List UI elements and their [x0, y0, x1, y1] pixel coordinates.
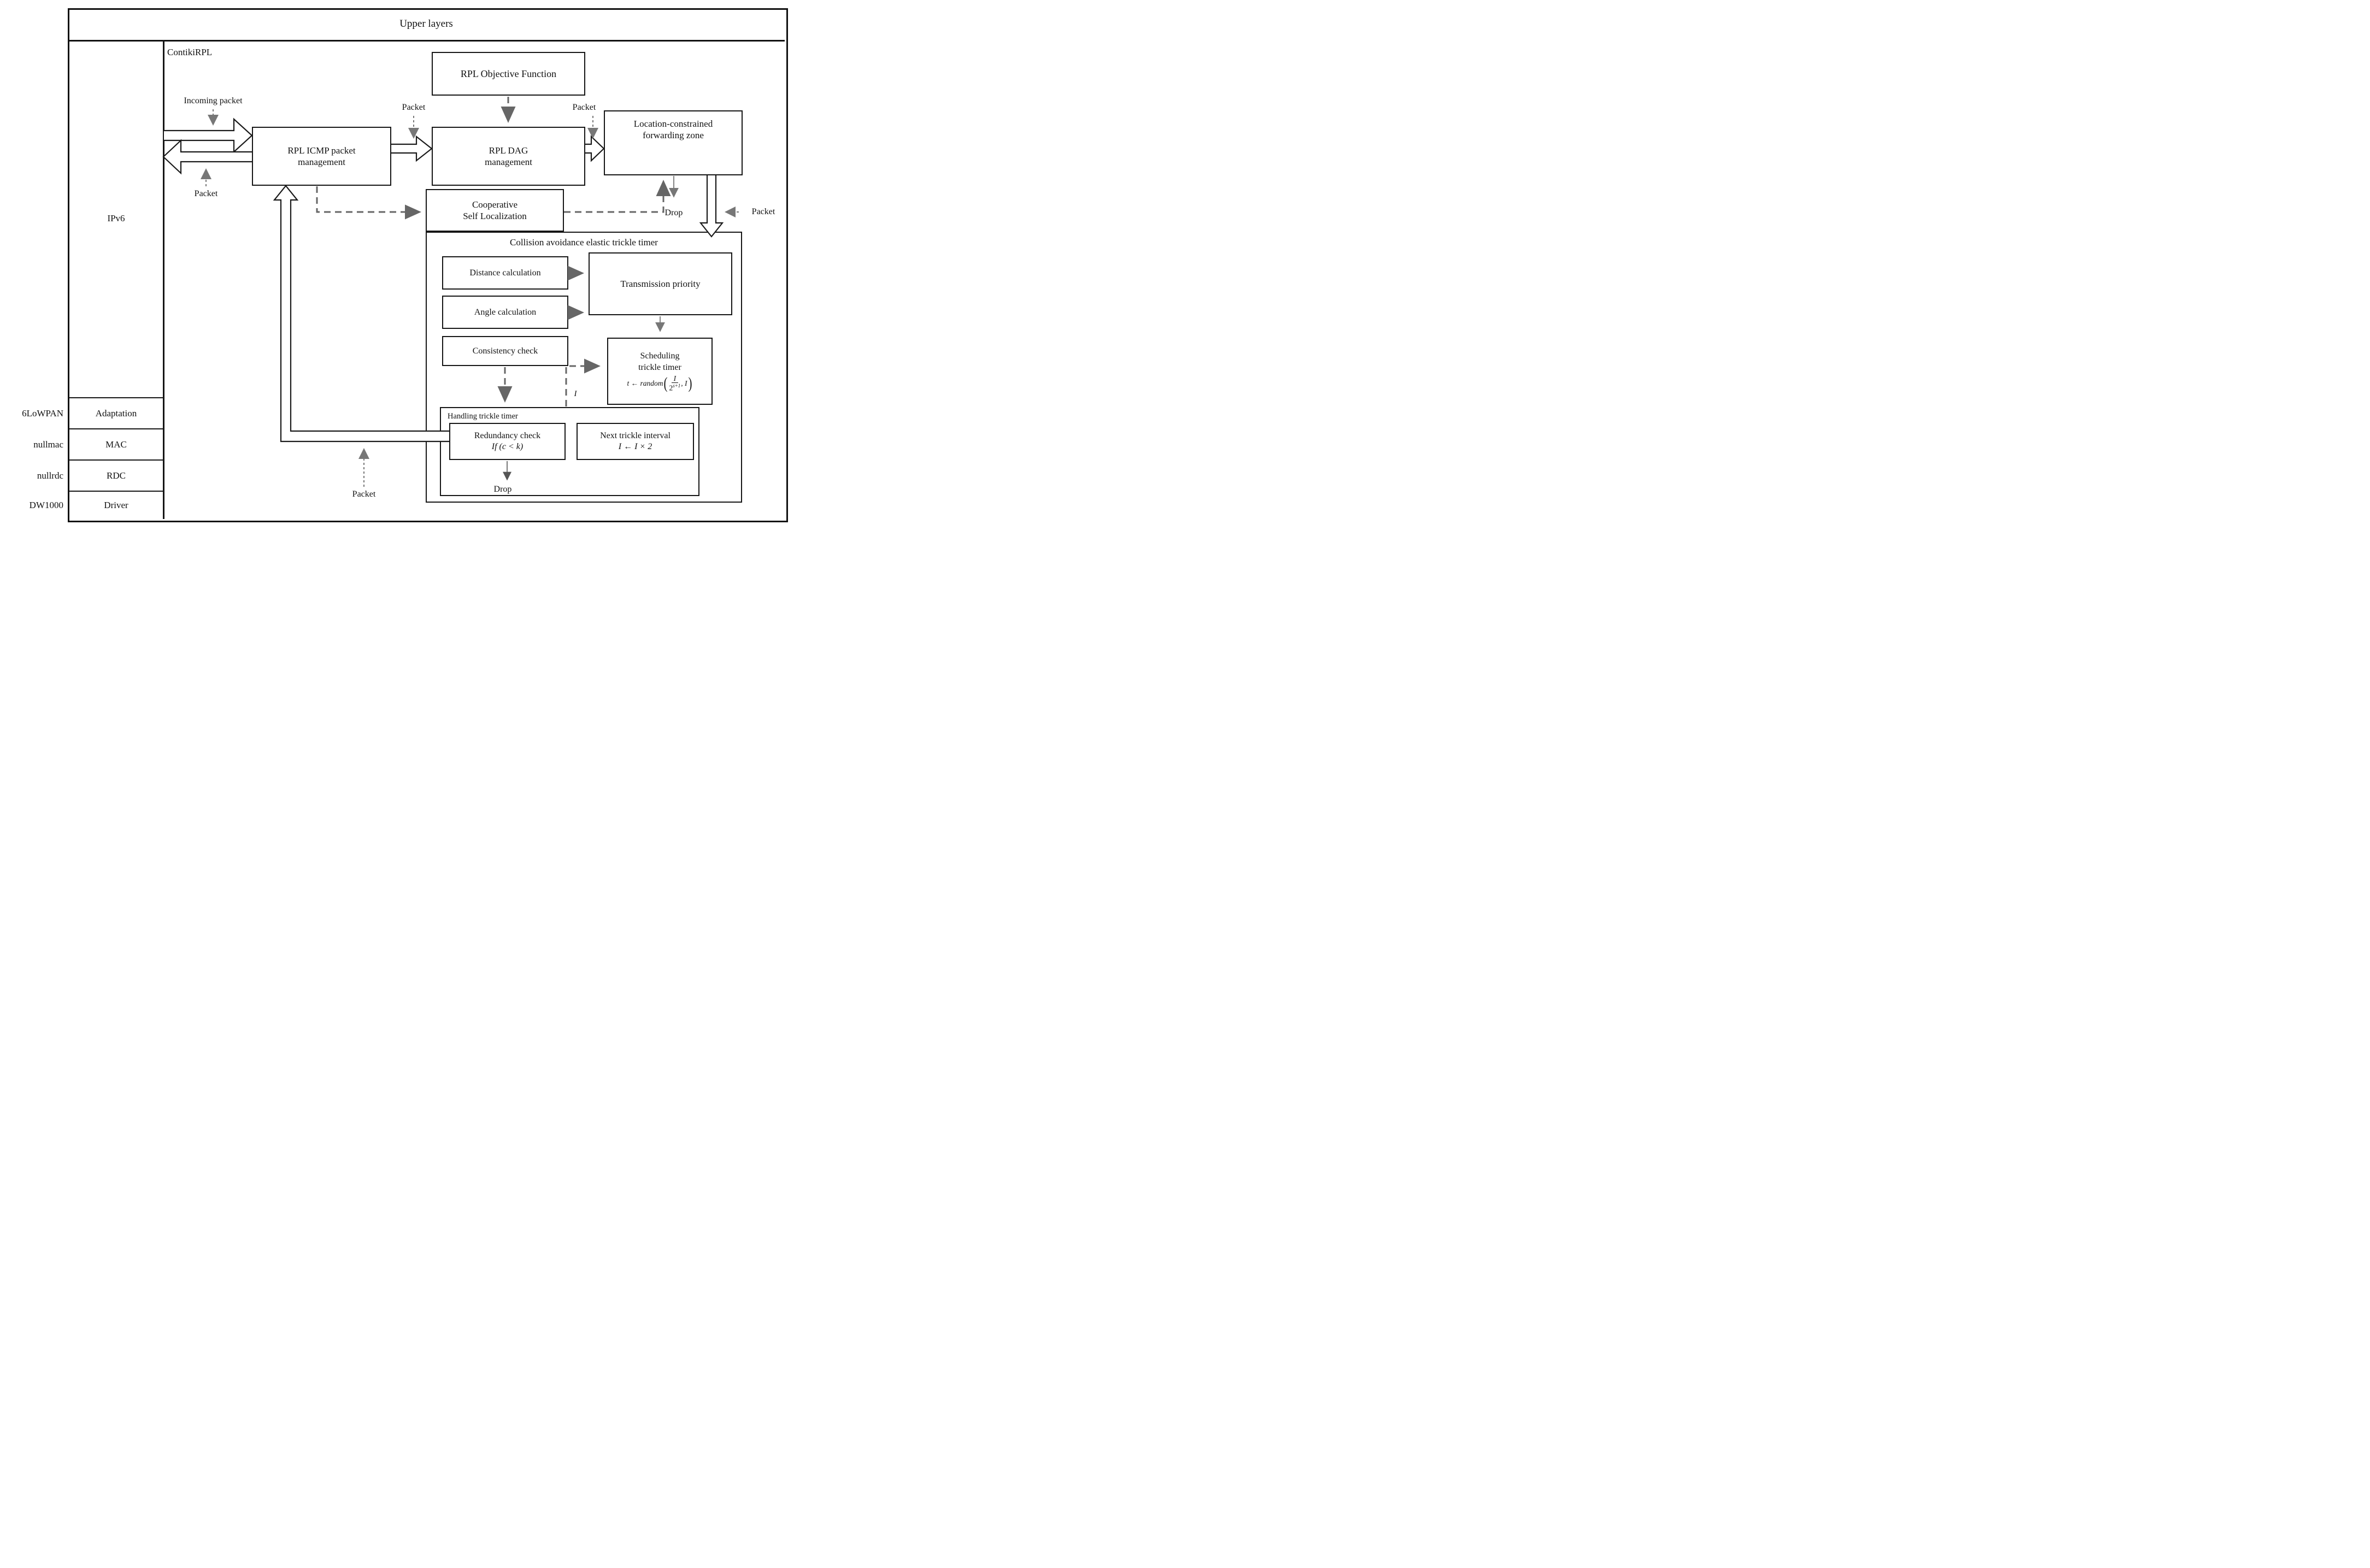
coop-line2: Self Localization [463, 211, 527, 221]
label-6lowpan: 6LoWPAN [22, 408, 63, 418]
label-nullmac: nullmac [33, 439, 63, 450]
transmission-priority-box: Transmission priority [589, 252, 732, 315]
cooperative-self-localization-box: Cooperative Self Localization [426, 189, 564, 232]
redundancy-check-box: Redundancy check If (c < k) [449, 423, 566, 460]
den-base: 2 [669, 384, 673, 392]
drop-label-handling: Drop [493, 485, 512, 494]
packet-label-left: Packet [194, 189, 218, 198]
rpl-icmp-line1: RPL ICMP packet [287, 145, 356, 156]
protocol-stack-diagram: Upper layers IPv6 Adaptation MAC RDC Dri… [0, 0, 790, 523]
location-constrained-box: Location-constrained forwarding zone [604, 110, 743, 175]
row-line [69, 459, 163, 461]
consistency-label: Consistency check [472, 346, 538, 356]
upper-layers-band: Upper layers [68, 8, 785, 42]
next-interval-line1: Next trickle interval [600, 431, 671, 440]
location-line1: Location-constrained [633, 119, 713, 129]
transmission-label: Transmission priority [620, 278, 701, 289]
mac-cell: MAC [105, 439, 127, 450]
collision-avoidance-title: Collision avoidance elastic trickle time… [510, 237, 658, 247]
den-exponent: s+1 [673, 383, 681, 389]
driver-cell: Driver [104, 500, 128, 510]
packet-label-bottom: Packet [352, 490, 376, 499]
upper-layers-label: Upper layers [399, 18, 453, 30]
next-trickle-interval-box: Next trickle interval I ← I × 2 [577, 423, 694, 460]
formula-close-paren: ) [688, 374, 692, 392]
packet-label-far-right: Packet [751, 207, 775, 216]
formula-fraction: I 2s+1 [669, 375, 680, 392]
scheduling-trickle-timer-box: Scheduling trickle timer t ← random ( I … [607, 338, 713, 405]
stack-divider-line [163, 40, 164, 519]
adaptation-cell: Adaptation [95, 408, 137, 418]
distance-calculation-box: Distance calculation [442, 256, 568, 290]
next-interval-formula: I ← I × 2 [618, 442, 652, 451]
consistency-check-box: Consistency check [442, 336, 568, 366]
scheduling-line1: Scheduling [640, 351, 680, 361]
formula-open-paren: ( [663, 374, 668, 392]
formula-numerator: I [671, 375, 679, 384]
scheduling-line2: trickle timer [638, 362, 681, 372]
drop-label-forwarding: Drop [664, 208, 683, 217]
contikirpl-label: ContikiRPL [167, 47, 213, 57]
scheduling-formula: t ← random ( I 2s+1 , I ) [627, 375, 692, 392]
formula-prefix: t ← random [627, 379, 663, 387]
label-dw1000: DW1000 [29, 500, 63, 510]
redundancy-condition: If (c < k) [491, 442, 524, 451]
rdc-cell: RDC [107, 470, 126, 481]
distance-label: Distance calculation [469, 268, 541, 278]
coop-line1: Cooperative [472, 199, 518, 210]
rpl-icmp-box: RPL ICMP packet management [252, 127, 391, 186]
ipv6-cell: IPv6 [107, 213, 125, 223]
redundancy-line1: Redundancy check [474, 431, 541, 440]
angle-label: Angle calculation [474, 307, 537, 317]
formula-denominator: 2s+1 [669, 383, 680, 392]
location-line2: forwarding zone [643, 130, 704, 141]
rpl-objective-function-box: RPL Objective Function [432, 52, 585, 96]
angle-calculation-box: Angle calculation [442, 296, 568, 329]
incoming-packet-label: Incoming packet [184, 96, 243, 105]
rpl-icmp-line2: management [298, 157, 345, 167]
formula-rest: , I [681, 379, 687, 387]
row-line [69, 397, 163, 398]
rpl-objective-function-label: RPL Objective Function [460, 68, 557, 79]
rpl-dag-box: RPL DAG management [432, 127, 585, 186]
row-line [69, 428, 163, 429]
packet-label-mid: Packet [402, 103, 426, 112]
interval-variable-label: I [574, 389, 577, 398]
label-nullrdc: nullrdc [37, 470, 63, 481]
rpl-dag-line1: RPL DAG [489, 145, 528, 156]
row-line [69, 491, 163, 492]
handling-label: Handling trickle timer [448, 412, 518, 421]
rpl-dag-line2: management [485, 157, 532, 167]
packet-label-top-right: Packet [572, 103, 596, 112]
